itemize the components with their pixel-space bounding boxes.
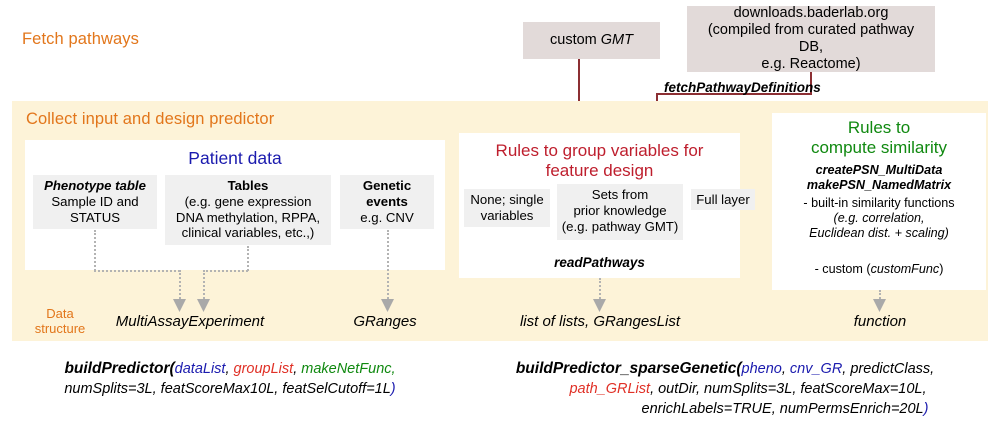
custom-func-token: customFunc xyxy=(870,262,940,276)
read-pathways-function: readPathways xyxy=(554,255,645,270)
chip-tables-line-2: DNA methylation, RPPA, xyxy=(175,209,321,225)
data-structure-multiassayexperiment: MultiAssayExperiment xyxy=(115,313,265,330)
custom-gmt-label: custom GMT xyxy=(550,32,633,48)
chip-phenotype-line-2: STATUS xyxy=(69,209,121,225)
signature-right-line-3: enrichLabels=TRUE, numPermsEnrich=20L) xyxy=(641,401,929,417)
group-heading-line-1: Rules to group variables for xyxy=(495,141,704,160)
fetch-pathway-definitions-label: fetchPathwayDefinitions xyxy=(664,80,821,95)
arrowhead-phenotype xyxy=(173,299,186,312)
connector-gmt-vertical xyxy=(578,59,580,121)
arrowhead-similarity xyxy=(873,299,886,312)
similarity-heading: Rules to compute similarity xyxy=(772,118,986,158)
signature-build-predictor-sparse-genetic: buildPredictor_sparseGenetic(pheno, cnv_… xyxy=(455,359,995,419)
chip-full-layer-line-1: Full layer xyxy=(696,192,750,207)
connector-baderlab-horizontal xyxy=(656,93,812,95)
baderlab-line-3: e.g. Reactome) xyxy=(761,56,861,72)
baderlab-line-1: downloads.baderlab.org xyxy=(733,5,889,21)
connector-baderlab-vertical xyxy=(810,72,812,95)
arrowhead-genetic xyxy=(381,299,394,312)
chip-genetic-events: Genetic events e.g. CNV xyxy=(340,175,434,229)
signature-right-line-1: buildPredictor_sparseGenetic(pheno, cnv_… xyxy=(515,360,935,377)
dotted-genetic-down xyxy=(387,230,389,302)
signature-left-line-1: buildPredictor(dataList, groupList, make… xyxy=(64,360,396,377)
chip-sets-prior-knowledge: Sets from prior knowledge (e.g. pathway … xyxy=(557,184,683,240)
chip-sets-line-1: Sets from xyxy=(591,187,649,202)
chip-tables-line-3: clinical variables, etc.,) xyxy=(181,225,315,241)
builtin-line-2: (e.g. correlation, xyxy=(833,211,925,225)
similarity-functions: createPSN_MultiData makePSN_NamedMatrix xyxy=(772,163,986,192)
chip-sets-line-3: (e.g. pathway GMT) xyxy=(561,218,679,234)
data-structure-label-line-1: Data xyxy=(46,306,74,321)
dotted-tables-join xyxy=(203,270,205,302)
group-heading-line-2: feature design xyxy=(545,161,654,180)
data-structure-label: Data structure xyxy=(24,306,96,336)
build-predictor-sparse-fn-name: buildPredictor_sparseGenetic( xyxy=(515,360,742,377)
group-variables-heading: Rules to group variables for feature des… xyxy=(459,141,740,181)
chip-full-layer: Full layer xyxy=(691,189,755,210)
chip-phenotype-title: Phenotype table xyxy=(44,178,146,193)
make-psn-namedmatrix-fn: makePSN_NamedMatrix xyxy=(806,177,952,192)
chip-genetic-title: Genetic xyxy=(362,178,412,193)
collect-input-title: Collect input and design predictor xyxy=(26,110,275,128)
chip-genetic-line-1: events xyxy=(366,193,408,209)
dotted-similarity-down xyxy=(879,290,881,302)
chip-tables-title: Tables xyxy=(227,178,269,193)
arrowhead-tables xyxy=(197,299,210,312)
patient-data-heading: Patient data xyxy=(188,148,282,168)
signature-build-predictor: buildPredictor(dataList, groupList, make… xyxy=(10,359,450,399)
dotted-tables-down xyxy=(247,246,249,271)
create-psn-multidata-fn: createPSN_MultiData xyxy=(815,163,943,177)
source-box-baderlab: downloads.baderlab.org (compiled from cu… xyxy=(687,5,935,72)
dotted-phenotype-join xyxy=(179,270,181,302)
dotted-phenotype-down xyxy=(94,230,96,271)
signature-right-line-2: path_GRList, outDir, numSplits=3L, featS… xyxy=(569,381,927,397)
build-predictor-fn-name: buildPredictor( xyxy=(64,360,175,377)
fetch-pathways-title: Fetch pathways xyxy=(22,30,139,48)
similarity-heading-line-1: Rules to xyxy=(847,118,911,137)
data-structure-list-of-lists: list of lists, GRangesList xyxy=(519,313,681,330)
dotted-tables-across xyxy=(203,270,248,272)
similarity-heading-line-2: compute similarity xyxy=(810,138,948,157)
chip-none-line-1: None; single xyxy=(470,192,544,207)
chip-genetic-line-2: e.g. CNV xyxy=(360,209,414,225)
baderlab-line-2: (compiled from curated pathway DB, xyxy=(707,22,915,55)
data-structure-function: function xyxy=(853,313,907,330)
builtin-line-1: - built-in similarity functions xyxy=(803,196,955,210)
chip-phenotype-table: Phenotype table Sample ID and STATUS xyxy=(33,175,157,229)
chip-tables: Tables (e.g. gene expression DNA methyla… xyxy=(165,175,331,245)
similarity-custom-line: - custom (customFunc) xyxy=(814,262,944,276)
data-structure-label-line-2: structure xyxy=(34,321,86,336)
chip-none-single-variables: None; single variables xyxy=(464,189,550,227)
similarity-panel xyxy=(772,113,986,290)
signature-left-line-2: numSplits=3L, featScoreMax10L, featSelCu… xyxy=(64,381,396,397)
chip-sets-line-2: prior knowledge xyxy=(573,202,667,218)
chip-none-line-2: variables xyxy=(480,207,534,223)
chip-tables-line-1: (e.g. gene expression xyxy=(184,193,312,209)
builtin-line-3: Euclidean dist. + scaling) xyxy=(809,226,949,240)
chip-phenotype-line-1: Sample ID and xyxy=(51,193,139,209)
arrowhead-group xyxy=(593,299,606,312)
data-structure-granges: GRanges xyxy=(353,313,417,330)
source-box-custom-gmt: custom GMT xyxy=(523,22,660,59)
dotted-phenotype-across xyxy=(94,270,180,272)
similarity-builtin-block: - built-in similarity functions (e.g. co… xyxy=(772,196,986,241)
dotted-group-down xyxy=(599,278,601,302)
